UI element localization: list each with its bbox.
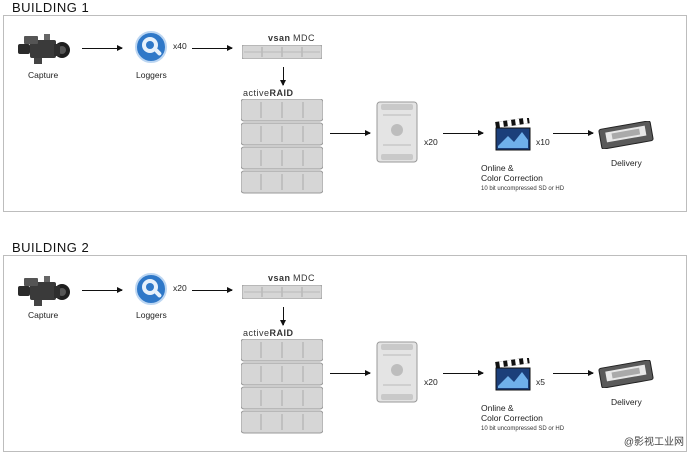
raid-brand: activeRAID	[243, 88, 294, 98]
arrow-capture-loggers	[82, 287, 123, 293]
tape-cassette-icon	[598, 359, 654, 393]
workstation-multiplier: x20	[424, 377, 438, 387]
camera-icon	[16, 30, 72, 73]
raid-array-icon	[240, 98, 324, 200]
building-1-section: BUILDING 1 Capture Loggers x40 vsan MDC	[0, 0, 690, 226]
clapperboard-icon	[494, 357, 532, 397]
online-multiplier: x10	[536, 137, 550, 147]
arrow-vsan-raid	[280, 67, 286, 86]
online-sublabel: 10 bit uncompressed SD or HD	[481, 426, 565, 432]
mac-pro-tower-icon	[375, 340, 419, 409]
online-multiplier: x5	[536, 377, 545, 387]
tape-cassette-icon	[598, 120, 654, 154]
online-label-2: Color Correction	[481, 413, 543, 423]
loggers-multiplier: x40	[173, 41, 187, 51]
loggers-label: Loggers	[136, 70, 167, 80]
mac-pro-tower-icon	[375, 100, 419, 169]
watermark: @影视工业网	[623, 437, 684, 448]
arrow-online-delivery	[553, 130, 594, 136]
online-label-2: Color Correction	[481, 173, 543, 183]
online-label-1: Online &	[481, 163, 514, 173]
arrow-workstation-online	[443, 370, 484, 376]
capture-label: Capture	[28, 70, 59, 80]
capture-label: Capture	[28, 310, 59, 320]
arrow-raid-workstation	[330, 130, 371, 136]
arrow-workstation-online	[443, 130, 484, 136]
camera-icon	[16, 272, 72, 315]
quicktime-icon	[134, 272, 168, 311]
delivery-label: Delivery	[611, 397, 642, 407]
server-rack-icon	[241, 284, 323, 304]
server-rack-icon	[241, 44, 323, 64]
building-title: BUILDING 2	[12, 240, 90, 255]
arrow-loggers-vsan	[192, 45, 233, 51]
arrow-raid-workstation	[330, 370, 371, 376]
arrow-online-delivery	[553, 370, 594, 376]
online-label-1: Online &	[481, 403, 514, 413]
raid-brand: activeRAID	[243, 328, 294, 338]
vsan-brand: vsan MDC	[268, 273, 316, 283]
clapperboard-icon	[494, 117, 532, 157]
building-panel	[3, 15, 687, 212]
building-title: BUILDING 1	[12, 0, 90, 15]
delivery-label: Delivery	[611, 158, 642, 168]
building-2-section: BUILDING 2 Capture Loggers x20 vsan MDC	[0, 240, 690, 466]
arrow-capture-loggers	[82, 45, 123, 51]
vsan-brand: vsan MDC	[268, 33, 316, 43]
arrow-vsan-raid	[280, 307, 286, 326]
loggers-multiplier: x20	[173, 283, 187, 293]
loggers-label: Loggers	[136, 310, 167, 320]
building-panel	[3, 255, 687, 452]
raid-array-icon	[240, 338, 324, 440]
quicktime-icon	[134, 30, 168, 69]
arrow-loggers-vsan	[192, 287, 233, 293]
online-sublabel: 10 bit uncompressed SD or HD	[481, 186, 565, 192]
workstation-multiplier: x20	[424, 137, 438, 147]
